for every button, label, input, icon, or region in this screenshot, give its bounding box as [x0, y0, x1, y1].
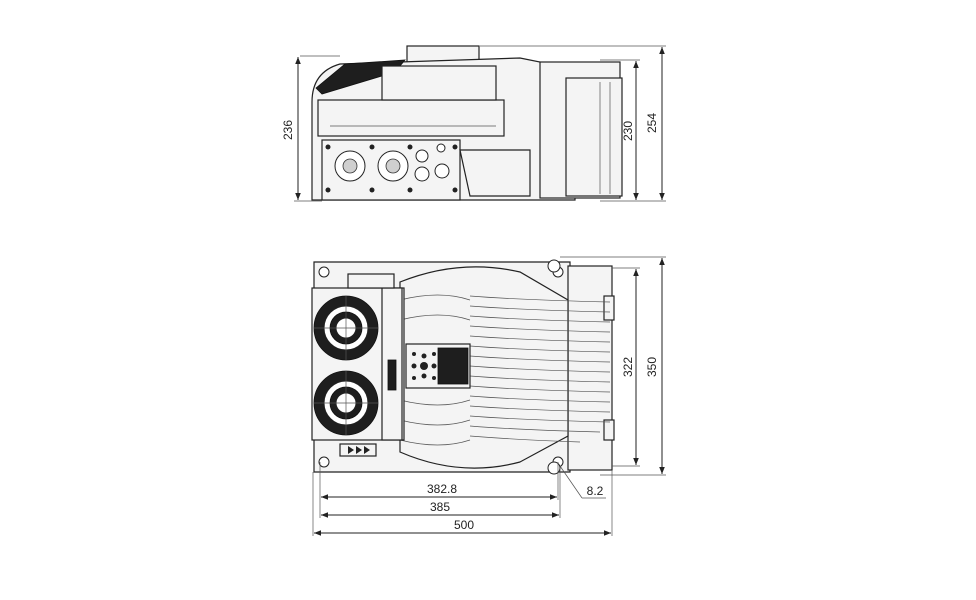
side-view [311, 45, 623, 201]
dim-500-label: 500 [454, 518, 474, 532]
flow-direction-icon [348, 446, 370, 454]
display-screen [437, 347, 469, 385]
brand-strip [387, 359, 397, 391]
side-screws [325, 144, 458, 193]
dim-385-label: 385 [430, 500, 450, 514]
dim-230-label: 230 [621, 121, 635, 141]
dim-322-label: 322 [621, 357, 635, 377]
dim-8-2-label: 8.2 [587, 484, 604, 498]
dim-236-label: 236 [281, 120, 295, 140]
side-lower-body [459, 149, 531, 197]
side-display-band [317, 99, 505, 137]
cable-glands [334, 143, 450, 182]
side-top-cover [381, 65, 497, 101]
side-cooling-fins [539, 61, 623, 199]
top-view [311, 259, 615, 475]
top-fins [399, 294, 611, 446]
dim-254-label: 254 [645, 113, 659, 133]
fan-icon [313, 370, 379, 436]
nameplate [347, 273, 395, 289]
top-dimensions: 322 350 382.8 385 500 8.2 [312, 256, 666, 536]
dim-382-label: 382.8 [427, 482, 457, 496]
side-dimensions: 236 230 254 [281, 45, 666, 202]
top-fin-body [399, 266, 569, 469]
keypad [411, 352, 437, 380]
dim-350-label: 350 [645, 357, 659, 377]
fan-icon [313, 295, 379, 361]
